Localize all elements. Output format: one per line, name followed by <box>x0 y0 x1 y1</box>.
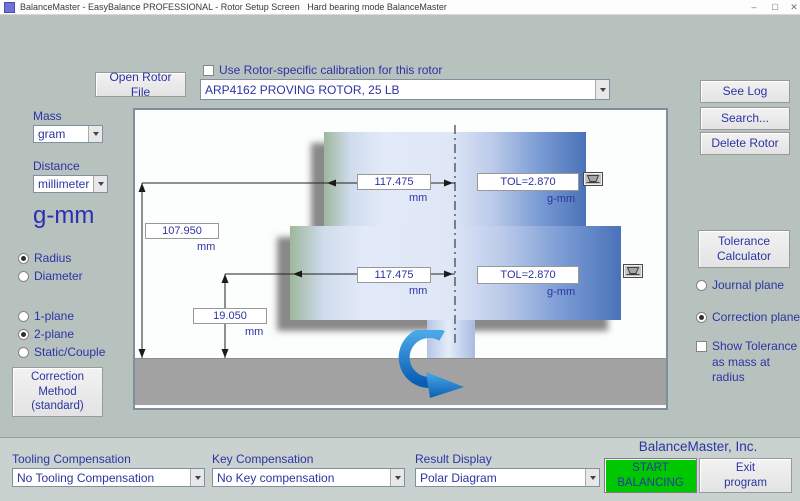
weight-pan-icon <box>583 172 603 186</box>
distance-select[interactable]: millimeter <box>33 175 108 193</box>
radio-diameter[interactable]: Diameter <box>18 269 83 283</box>
rotor-calibration-label: Use Rotor-specific calibration for this … <box>219 63 443 77</box>
dropdown-arrow-icon[interactable] <box>595 80 609 99</box>
tooling-compensation-value: No Tooling Compensation <box>17 470 155 485</box>
radio-journal-plane[interactable]: Journal plane <box>696 278 784 292</box>
dropdown-arrow-icon[interactable] <box>93 176 107 192</box>
radio-icon <box>696 279 707 291</box>
title-bar: BalanceMaster - EasyBalance PROFESSIONAL… <box>0 0 800 15</box>
radio-icon <box>18 310 29 322</box>
window-title: BalanceMaster - EasyBalance PROFESSIONAL… <box>20 2 447 12</box>
radio-icon <box>18 328 29 340</box>
key-compensation-select[interactable]: No Key compensation <box>212 468 405 487</box>
radio-icon <box>18 252 29 264</box>
plane2-tolerance-input[interactable]: TOL=2.870 <box>477 266 579 284</box>
key-compensation-value: No Key compensation <box>217 470 335 485</box>
result-display-label: Result Display <box>415 452 492 466</box>
search-button[interactable]: Search... <box>700 107 790 130</box>
rotation-arrow-icon <box>398 330 464 398</box>
open-rotor-file-button[interactable]: Open Rotor File <box>95 70 186 99</box>
maximize-button[interactable]: ▢ <box>771 2 779 11</box>
plane2-weight-button[interactable] <box>623 264 643 278</box>
tooling-compensation-label: Tooling Compensation <box>12 452 131 466</box>
plane1-tolerance-input[interactable]: TOL=2.870 <box>477 173 579 191</box>
result-display-value: Polar Diagram <box>420 470 497 485</box>
start-balancing-button[interactable]: START BALANCING <box>604 458 697 493</box>
show-tolerance-label: Show Tolerance as mass at radius <box>712 339 798 385</box>
lower-plane-height-input[interactable]: 19.050 <box>193 308 267 324</box>
rotor-select-value: ARP4162 PROVING ROTOR, 25 LB <box>205 82 400 97</box>
see-log-button[interactable]: See Log <box>700 80 790 103</box>
correction-method-button[interactable]: Correction Method (standard) <box>12 367 103 417</box>
unit-label: g-mm <box>547 286 576 298</box>
result-display-select[interactable]: Polar Diagram <box>415 468 600 487</box>
minimize-button[interactable]: – <box>751 2 757 12</box>
plane1-radius-input[interactable]: 117.475 <box>357 174 431 190</box>
key-compensation-label: Key Compensation <box>212 452 314 466</box>
distance-label: Distance <box>33 159 80 173</box>
radio-1-plane[interactable]: 1-plane <box>18 309 74 323</box>
radio-radius[interactable]: Radius <box>18 251 71 265</box>
tolerance-calculator-button[interactable]: Tolerance Calculator <box>698 230 790 268</box>
mass-select-value: gram <box>38 127 66 141</box>
unit-label: mm <box>197 241 216 253</box>
rotor-calibration-checkbox[interactable]: Use Rotor-specific calibration for this … <box>203 63 442 77</box>
exit-program-button[interactable]: Exit program <box>699 458 792 493</box>
rotor-shaft <box>427 320 475 358</box>
mass-label: Mass <box>33 109 62 123</box>
unit-label: g-mm <box>547 193 576 205</box>
checkbox-icon <box>203 64 214 76</box>
app-icon <box>4 1 15 13</box>
tooling-compensation-select[interactable]: No Tooling Compensation <box>12 468 205 487</box>
dropdown-arrow-icon[interactable] <box>190 469 204 486</box>
rotor-select[interactable]: ARP4162 PROVING ROTOR, 25 LB <box>200 79 610 100</box>
unit-display: g-mm <box>33 202 95 229</box>
weight-pan-icon <box>623 264 643 278</box>
distance-select-value: millimeter <box>38 177 90 191</box>
radio-2-plane[interactable]: 2-plane <box>18 327 74 341</box>
radio-icon <box>18 346 29 358</box>
plane2-radius-input[interactable]: 117.475 <box>357 267 431 283</box>
dropdown-arrow-icon[interactable] <box>88 126 102 142</box>
mass-select[interactable]: gram <box>33 125 103 143</box>
close-button[interactable]: ✕ <box>790 2 798 12</box>
radio-static-couple[interactable]: Static/Couple <box>18 345 105 359</box>
unit-label: mm <box>409 285 428 297</box>
checkbox-icon <box>696 341 707 352</box>
radio-correction-plane[interactable]: Correction plane <box>696 310 800 324</box>
unit-label: mm <box>409 192 428 204</box>
rotor-diagram: 107.950 mm 19.050 mm 117.475 mm TOL=2.87… <box>133 108 668 410</box>
unit-label: mm <box>245 326 264 338</box>
dropdown-arrow-icon[interactable] <box>585 469 599 486</box>
radio-icon <box>18 270 29 282</box>
dropdown-arrow-icon[interactable] <box>390 469 404 486</box>
plane1-weight-button[interactable] <box>583 172 603 186</box>
footer-bar: Tooling Compensation No Tooling Compensa… <box>0 437 800 501</box>
delete-rotor-button[interactable]: Delete Rotor <box>700 132 790 155</box>
upper-plane-height-input[interactable]: 107.950 <box>145 223 219 239</box>
radio-icon <box>696 311 707 323</box>
company-name: BalanceMaster, Inc. <box>638 439 758 454</box>
show-tolerance-checkbox[interactable]: Show Tolerance as mass at radius <box>696 339 800 386</box>
